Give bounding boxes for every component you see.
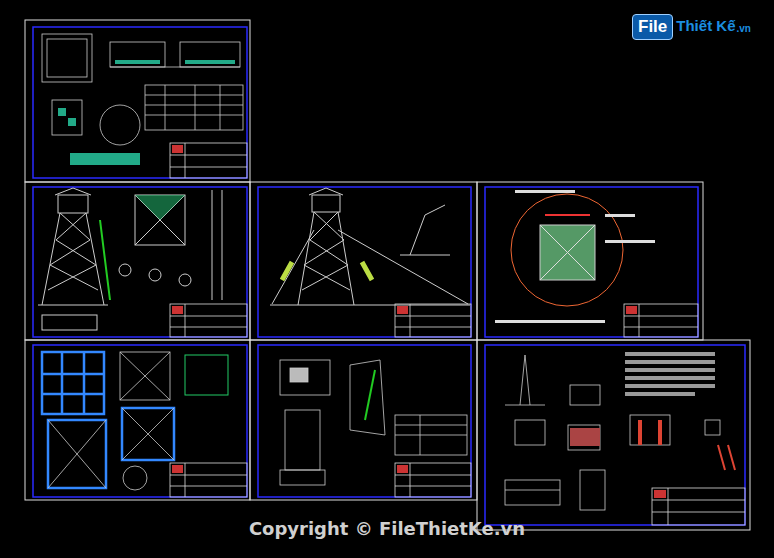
logo-suffix: .vn: [736, 23, 750, 34]
logo-box: File: [632, 14, 673, 40]
watermark: Copyright © FileThietKe.vn: [0, 518, 774, 539]
logo-text: Thiết Kế: [676, 17, 735, 34]
